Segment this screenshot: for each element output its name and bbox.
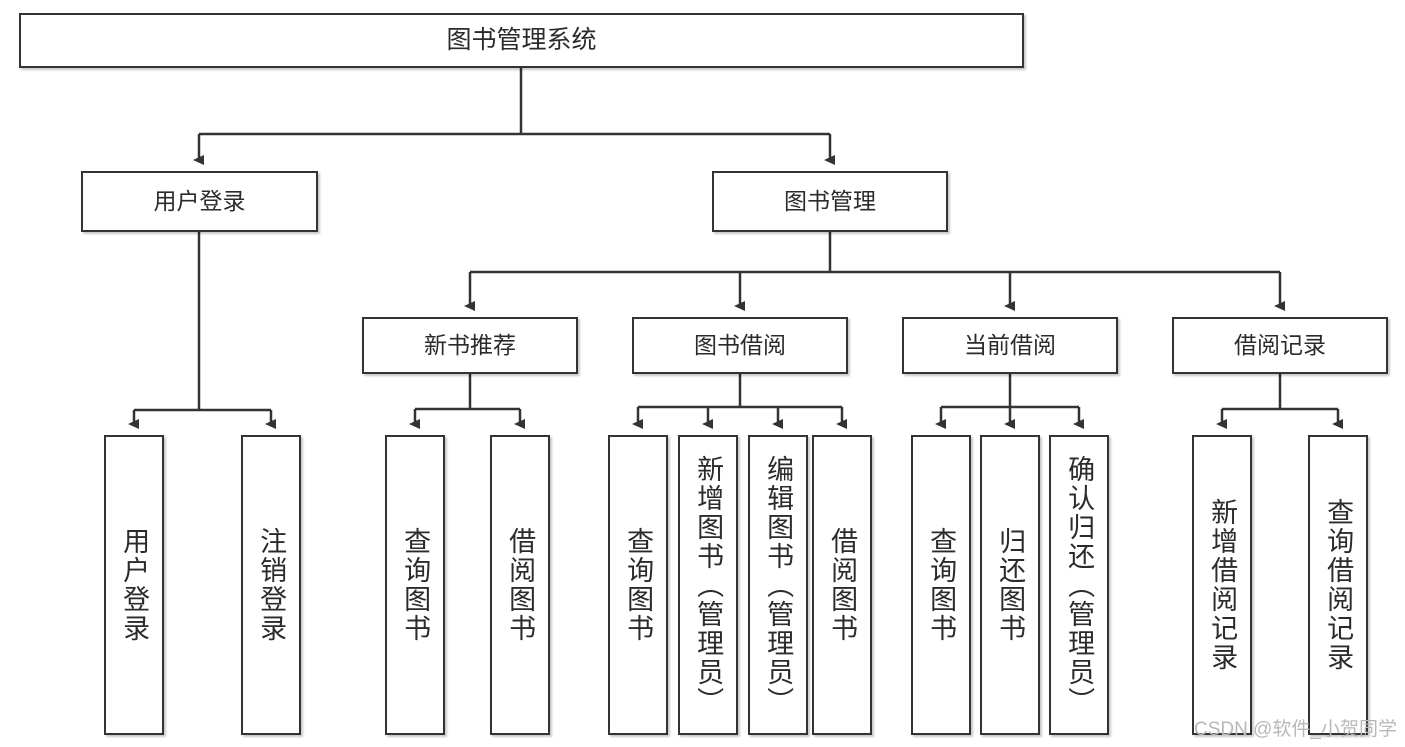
watermark: CSDN @软件_小贺同学 [1194, 719, 1397, 740]
node-borrow-record-label: 借阅记录 [1234, 332, 1326, 359]
node-book-management[interactable]: 图书管理 [712, 171, 948, 232]
leaf-borrow-query-book-label: 查询图书 [623, 527, 654, 643]
leaf-record-query-record-label: 查询借阅记录 [1323, 498, 1354, 672]
node-book-management-label: 图书管理 [784, 188, 876, 215]
leaf-newbook-borrow-book-label: 借阅图书 [505, 527, 536, 643]
node-new-book-recommend[interactable]: 新书推荐 [362, 317, 578, 374]
leaf-current-confirm-return-admin[interactable]: 确认归还（管理员） [1049, 435, 1109, 735]
node-book-borrow-label: 图书借阅 [694, 332, 786, 359]
node-current-borrow[interactable]: 当前借阅 [902, 317, 1118, 374]
leaf-borrow-borrow-book-label: 借阅图书 [827, 527, 858, 643]
leaf-newbook-query-book-label: 查询图书 [400, 527, 431, 643]
leaf-borrow-edit-book-admin[interactable]: 编辑图书（管理员） [748, 435, 808, 735]
leaf-user-login-label: 用户登录 [119, 527, 150, 643]
leaf-newbook-borrow-book[interactable]: 借阅图书 [490, 435, 550, 735]
leaf-current-return-book-label: 归还图书 [995, 527, 1026, 643]
leaf-current-confirm-return-admin-label: 确认归还（管理员） [1064, 454, 1095, 716]
leaf-user-login[interactable]: 用户登录 [104, 435, 164, 735]
node-root-label: 图书管理系统 [446, 26, 597, 55]
leaf-newbook-query-book[interactable]: 查询图书 [385, 435, 445, 735]
leaf-borrow-add-book-admin-label: 新增图书（管理员） [693, 454, 724, 716]
node-borrow-record[interactable]: 借阅记录 [1172, 317, 1388, 374]
leaf-record-add-record-label: 新增借阅记录 [1207, 498, 1238, 672]
node-current-borrow-label: 当前借阅 [964, 332, 1056, 359]
node-root[interactable]: 图书管理系统 [19, 13, 1024, 68]
leaf-borrow-add-book-admin[interactable]: 新增图书（管理员） [678, 435, 738, 735]
leaf-record-query-record[interactable]: 查询借阅记录 [1308, 435, 1368, 735]
node-user-login[interactable]: 用户登录 [81, 171, 318, 232]
node-new-book-recommend-label: 新书推荐 [424, 332, 516, 359]
leaf-current-return-book[interactable]: 归还图书 [980, 435, 1040, 735]
node-book-borrow[interactable]: 图书借阅 [632, 317, 848, 374]
leaf-record-add-record[interactable]: 新增借阅记录 [1192, 435, 1252, 735]
node-user-login-label: 用户登录 [153, 188, 246, 215]
leaf-borrow-edit-book-admin-label: 编辑图书（管理员） [763, 454, 794, 716]
leaf-user-logout-label: 注销登录 [256, 527, 287, 643]
leaf-user-logout[interactable]: 注销登录 [241, 435, 301, 735]
leaf-borrow-borrow-book[interactable]: 借阅图书 [812, 435, 872, 735]
leaf-borrow-query-book[interactable]: 查询图书 [608, 435, 668, 735]
leaf-current-query-book-label: 查询图书 [926, 527, 957, 643]
leaf-current-query-book[interactable]: 查询图书 [911, 435, 971, 735]
